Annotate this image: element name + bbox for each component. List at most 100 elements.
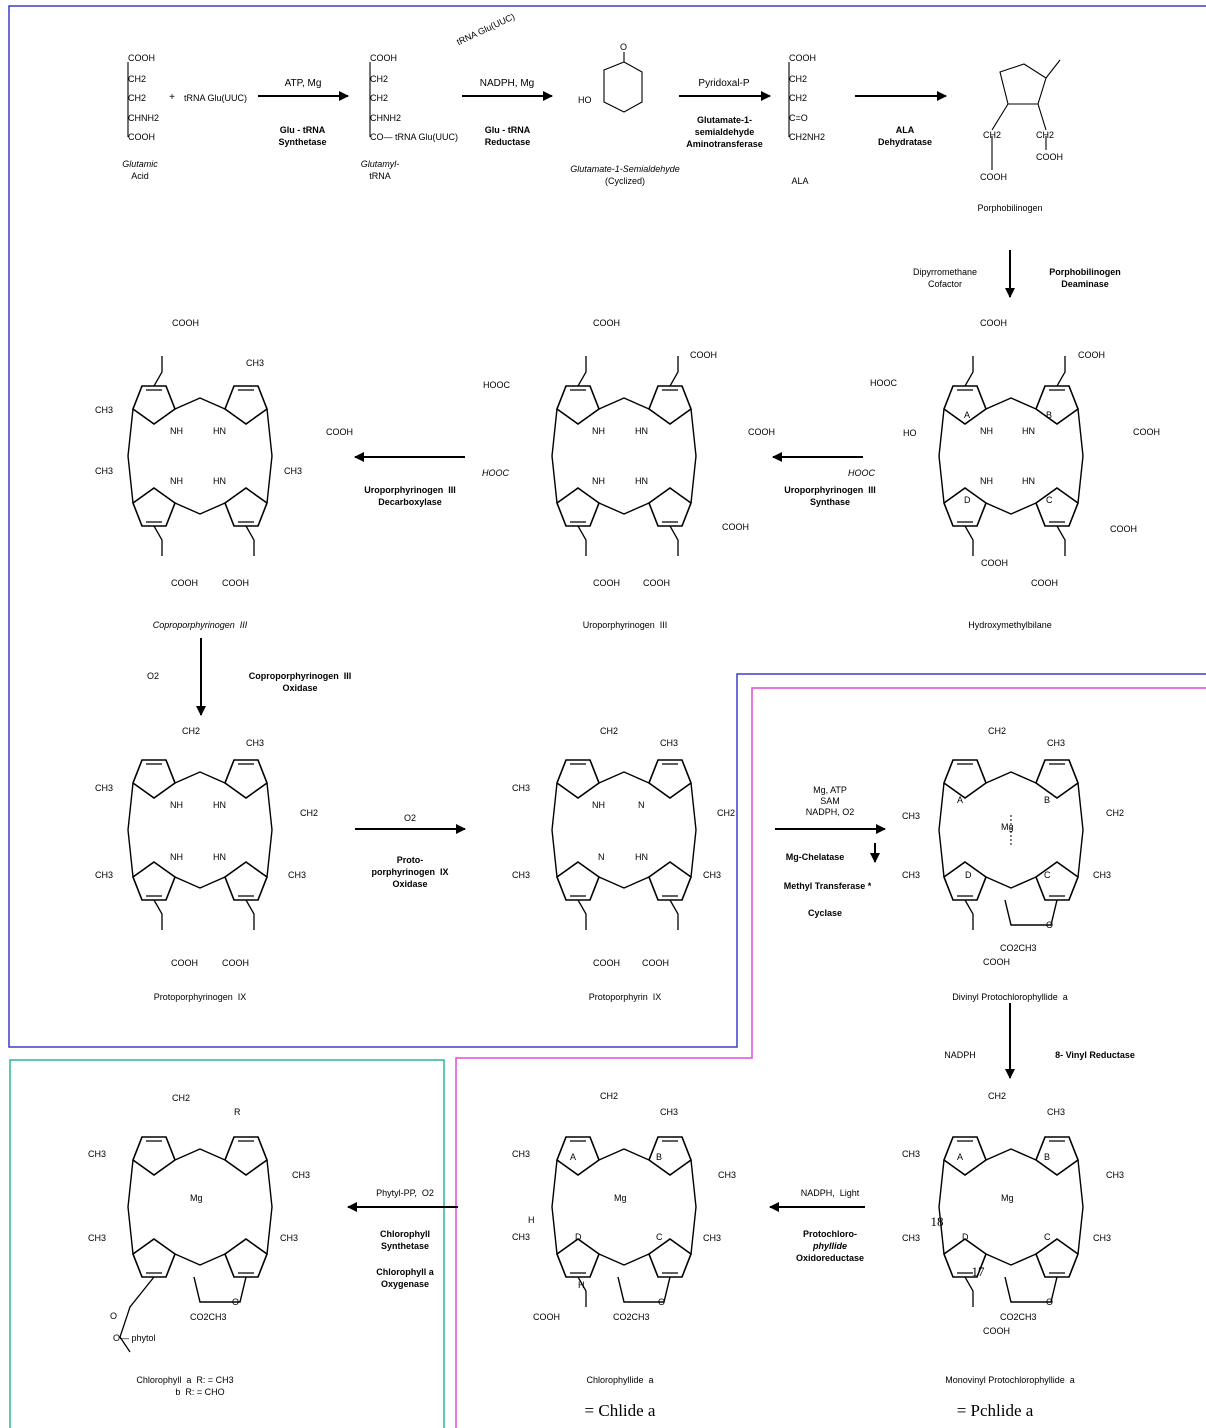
dv-ch3-br: CH3 — [1093, 870, 1112, 880]
step5-cofactor-1: Dipyrromethane — [912, 267, 978, 277]
frames — [8, 5, 1206, 1428]
uro-hn-2: HN — [635, 476, 648, 486]
gsa-o: O — [620, 42, 628, 52]
step7-enzyme-2: Decarboxylase — [378, 497, 442, 507]
chlide-ch3-br: CH3 — [703, 1233, 722, 1243]
chlide-h-2: H — [578, 1280, 585, 1290]
uro-cooh-top: COOH — [593, 318, 620, 328]
dv-ch3-l: CH3 — [902, 811, 921, 821]
glutamic-acid-cooh-top: COOH — [128, 53, 155, 63]
step13-conditions: Phytyl-PP, O2 — [376, 1188, 434, 1198]
hmb-hooc: HOOC — [870, 378, 897, 388]
mv-ch3-r: CH3 — [1106, 1170, 1125, 1180]
protogen-ch2: CH2 — [182, 726, 201, 736]
mv-ring-d: D — [962, 1232, 969, 1242]
uro-hooc: HOOC — [483, 380, 510, 390]
pbg-ch2-left: CH2 — [983, 130, 1002, 140]
hmb-cooh-top: COOH — [980, 318, 1007, 328]
step10-cond-3: NADPH, O2 — [805, 807, 855, 817]
hmb-hn-2: HN — [1022, 476, 1035, 486]
chlide-cooh: COOH — [533, 1312, 560, 1322]
chl-ch3-r: CH3 — [292, 1170, 311, 1180]
step10-enzyme-1: Mg-Chelatase — [785, 852, 845, 862]
step10-cond-1: Mg, ATP — [813, 785, 847, 795]
hmb-ring-d: D — [964, 495, 971, 505]
step7-enzyme-1: Uroporphyrinogen III — [364, 485, 456, 495]
proto-cooh-2: COOH — [642, 958, 669, 968]
step3-enzyme-2: semialdehyde — [694, 127, 755, 137]
chl-ch3-l: CH3 — [88, 1149, 107, 1159]
hmb-ring-b: B — [1046, 410, 1053, 420]
ala-ch2b: CH2 — [789, 93, 808, 103]
chlide-ring-a: A — [570, 1152, 577, 1162]
mv-ring-a: A — [957, 1152, 964, 1162]
mv-o: O — [1046, 1297, 1054, 1307]
chl-ch3-bl: CH3 — [88, 1233, 107, 1243]
gsa-name-1: Glutamate-1-Semialdehyde — [570, 164, 680, 174]
step10-enzyme-2: Methyl Transferase * — [783, 881, 872, 891]
macrocycle-mvpchlide — [938, 1136, 1084, 1308]
hmb-ring-c: C — [1046, 495, 1053, 505]
mv-ring-c: C — [1044, 1232, 1051, 1242]
mv-pos-18: 18 — [930, 1214, 944, 1229]
pbg-ch2-right: CH2 — [1036, 130, 1055, 140]
mv-ch3-bl: CH3 — [902, 1233, 921, 1243]
mv-ring-b: B — [1044, 1152, 1051, 1162]
hmb-cooh-r: COOH — [1133, 427, 1160, 437]
proto-nh: NH — [592, 800, 605, 810]
gsa-ho: HO — [578, 95, 592, 105]
chlide-ring-b: B — [656, 1152, 663, 1162]
chl-mg: Mg — [190, 1193, 203, 1203]
chlide-ch2: CH2 — [600, 1091, 619, 1101]
uro-hn-1: HN — [635, 426, 648, 436]
protogen-hn-1: HN — [213, 800, 226, 810]
step10-enzyme-3: Cyclase — [807, 908, 843, 918]
mv-ch2: CH2 — [988, 1091, 1007, 1101]
protogen-hn-2: HN — [213, 852, 226, 862]
hmb-cooh-tr: COOH — [1078, 350, 1105, 360]
dv-name: Divinyl Protochlorophyllide a — [952, 992, 1068, 1002]
step11-enzyme: 8- Vinyl Reductase — [1055, 1050, 1135, 1060]
step13-enzyme-3: Chlorophyll a — [376, 1267, 434, 1277]
protogen-ch3-br: CH3 — [288, 870, 307, 880]
chl-name-1: Chlorophyll a R: = CH3 — [136, 1375, 234, 1385]
step6-enzyme-1: Uroporphyrinogen III — [784, 485, 876, 495]
chlide-ring-c: C — [656, 1232, 663, 1242]
chlide-ch3-tr: CH3 — [660, 1107, 679, 1117]
copro-cooh-r: COOH — [326, 427, 353, 437]
chlide-mg: Mg — [614, 1193, 627, 1203]
copro-nh-2: NH — [170, 476, 183, 486]
macrocycle-proto — [551, 759, 697, 931]
proto-hn: HN — [635, 852, 648, 862]
dv-ring-d: D — [965, 870, 972, 880]
mv-ch3-tr: CH3 — [1047, 1107, 1066, 1117]
uro-nh-1: NH — [592, 426, 605, 436]
proto-cooh-1: COOH — [593, 958, 620, 968]
mv-name: Monovinyl Protochlorophyllide a — [945, 1375, 1075, 1385]
step13-enzyme-1: Chlorophyll — [380, 1229, 430, 1239]
uro-nh-2: NH — [592, 476, 605, 486]
step4-enzyme-2: Dehydratase — [877, 137, 933, 147]
protogen-ch3-tr: CH3 — [246, 738, 265, 748]
step1-enzyme-2: Synthetase — [278, 137, 327, 147]
glutamic-acid-chnh2: CHNH2 — [128, 113, 160, 123]
copro-ch3-bl: CH3 — [95, 466, 114, 476]
chl-r: R — [234, 1107, 241, 1117]
dv-ch3-tr: CH3 — [1047, 738, 1066, 748]
step9-enzyme-1: Proto- — [396, 855, 424, 865]
step13-enzyme-4: Oxygenase — [380, 1279, 430, 1289]
reaction-arrows — [196, 91, 1015, 1212]
proto-ch3-br: CH3 — [703, 870, 722, 880]
ala-cooh: COOH — [789, 53, 816, 63]
step11-conditions: NADPH — [944, 1050, 976, 1060]
chl-name-2: b R: = CHO — [175, 1387, 225, 1397]
chl-o: O — [232, 1297, 240, 1307]
mv-ch3-br: CH3 — [1093, 1233, 1112, 1243]
macrocycle-chlide — [551, 1136, 697, 1308]
copro-hn-1: HN — [213, 426, 226, 436]
uro-cooh-br: COOH — [722, 522, 749, 532]
chlide-h-1: H — [528, 1215, 535, 1225]
protogen-cooh-1: COOH — [171, 958, 198, 968]
glutamic-acid-cooh-bottom: COOH — [128, 132, 155, 142]
